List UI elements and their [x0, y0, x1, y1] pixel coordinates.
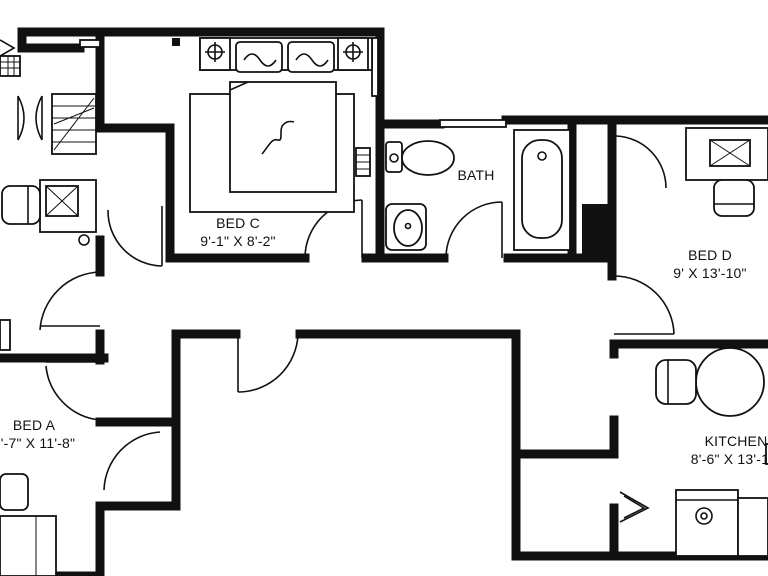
dining-table — [695, 347, 765, 417]
bed-c-size: 9'-1" X 8'-2" — [200, 233, 275, 249]
doors — [39, 135, 675, 491]
wall-block — [582, 204, 612, 260]
chair — [0, 473, 29, 511]
kitchen-size: 8'-6" X 13'-11" — [691, 451, 768, 467]
toilet-tank — [385, 141, 403, 173]
chair — [655, 359, 697, 405]
bed-blanket — [229, 81, 337, 193]
chair — [1, 185, 41, 225]
bed-a-size: 8'-7" X 11'-8" — [0, 435, 75, 451]
left-furniture — [0, 39, 97, 576]
toilet-bowl — [401, 140, 455, 176]
kitchen-name: KITCHEN — [705, 433, 768, 449]
bath-fixtures — [385, 129, 571, 251]
bath-name: BATH — [457, 167, 494, 183]
bed-d-size: 9' X 13'-10" — [673, 265, 746, 281]
bed-c-furniture — [189, 37, 373, 213]
bed-d-name: BED D — [688, 247, 732, 263]
pillow — [235, 41, 283, 73]
bed-d-furniture — [685, 127, 768, 217]
bed-a-name: BED A — [13, 417, 56, 433]
wall-block — [172, 38, 180, 46]
walls — [0, 27, 768, 576]
chair — [713, 179, 755, 217]
pillow — [287, 41, 335, 73]
room-labels: BED C 9'-1" X 8'-2" BATH BED D 9' X 13'-… — [0, 167, 768, 467]
bed-c-name: BED C — [216, 215, 260, 231]
kitchen-furniture — [619, 347, 768, 557]
